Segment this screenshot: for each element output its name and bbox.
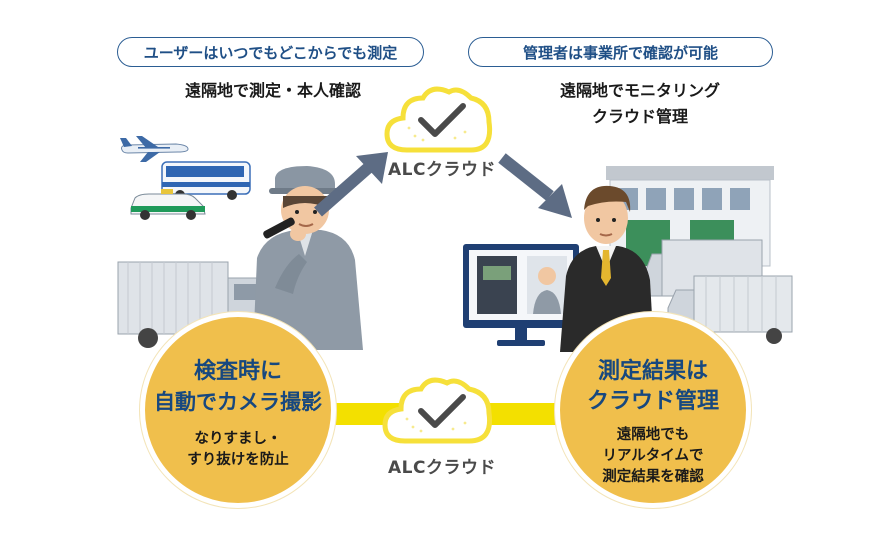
left-circle-sub-line2: すり抜けを防止 (187, 452, 289, 468)
right-circle-sub-line2: リアルタイムで (602, 448, 704, 464)
arrow-icon (498, 153, 572, 218)
right-circle-title-line1: 測定結果は (597, 359, 708, 384)
right-heading: 遠隔地でモニタリング クラウド管理 (520, 78, 760, 130)
breathalyzer-icon (263, 217, 306, 241)
monitor-icon (463, 244, 579, 346)
right-circle-title-line2: クラウド管理 (586, 389, 719, 414)
right-circle-sub-line1: 遠隔地でも (616, 427, 690, 443)
truck-icon (645, 239, 793, 344)
right-pill: 管理者は事業所で確認が可能 (468, 37, 773, 67)
airplane-icon (120, 136, 189, 162)
right-heading-line2: クラウド管理 (591, 107, 688, 126)
right-feature-circle: 測定結果は クラウド管理 遠隔地でも リアルタイムで 測定結果を確認 (555, 312, 751, 508)
left-feature-circle: 検査時に 自動でカメラ撮影 なりすまし・ すり抜けを防止 (140, 312, 336, 508)
left-pill: ユーザーはいつでもどこからでも測定 (117, 37, 424, 67)
left-circle-sub-line1: なりすまし・ (194, 431, 282, 447)
cloud-check-icon (382, 377, 493, 444)
left-heading: 遠隔地で測定・本人確認 (184, 81, 361, 100)
right-heading-line1: 遠隔地でモニタリング (559, 81, 720, 100)
arrow-icon (314, 152, 388, 217)
left-circle-title-line2: 自動でカメラ撮影 (154, 390, 322, 414)
bottom-cloud-label: ALCクラウド (388, 458, 496, 478)
right-circle-sub-line3: 測定結果を確認 (602, 469, 704, 485)
worker-icon (253, 166, 363, 350)
cloud-check-icon (384, 86, 493, 153)
top-cloud-label: ALCクラウド (388, 160, 496, 180)
left-circle-title-line1: 検査時に (193, 359, 282, 384)
taxi-icon (130, 189, 206, 220)
